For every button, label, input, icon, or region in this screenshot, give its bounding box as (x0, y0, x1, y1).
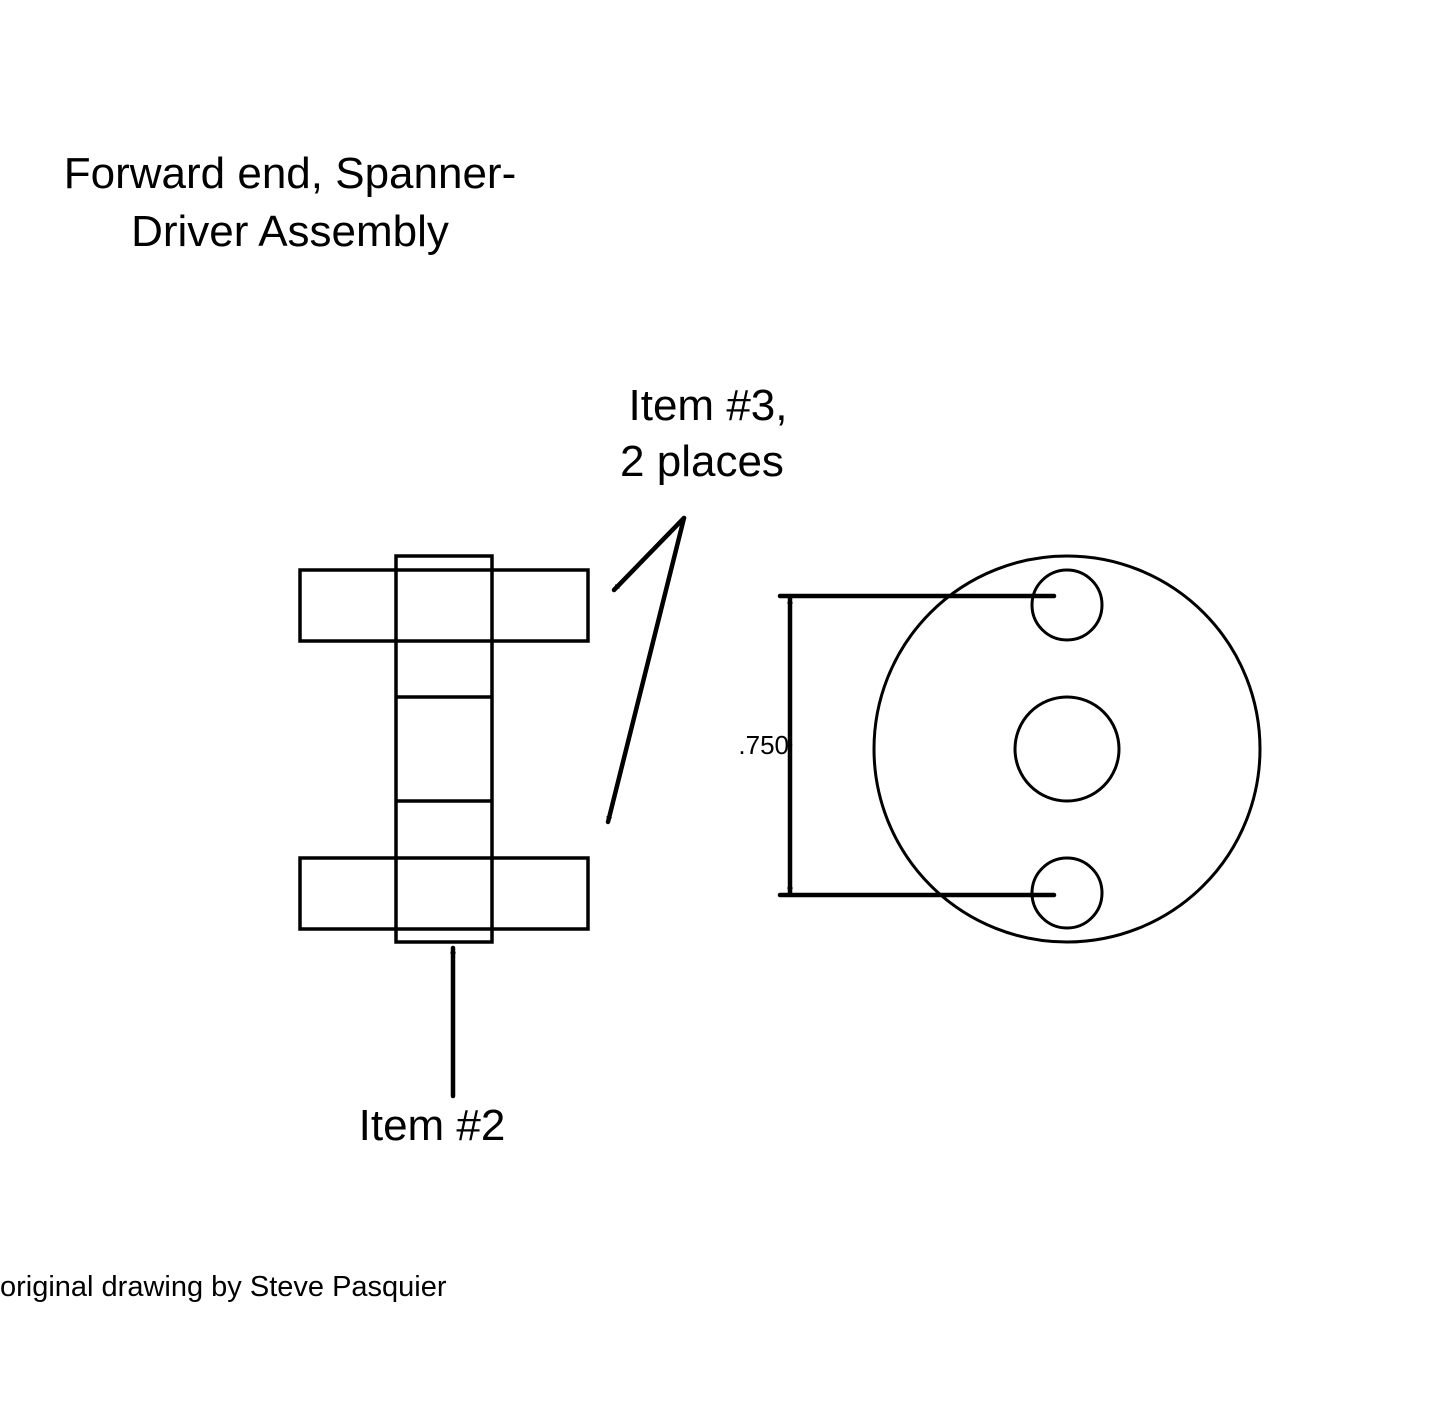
callout-item-3-line-1: Item #3, (629, 381, 788, 430)
title-line-2: Driver Assembly (131, 207, 449, 256)
title-line-1: Forward end, Spanner- (64, 149, 516, 198)
center-hole (1013, 695, 1121, 803)
item-3-lower-spanner (298, 856, 590, 931)
dimension-750: .750 (738, 593, 1057, 898)
drawing-credit: original drawing by Steve Pasquier (0, 1271, 447, 1303)
callout-item-2: Item #2 (359, 1101, 506, 1150)
leader-arrow-lower (605, 515, 687, 825)
dimension-value: .750 (738, 730, 789, 760)
item-2-shaft (394, 554, 494, 944)
leader-arrow-upper (611, 515, 687, 593)
item-3-upper-spanner (298, 568, 590, 643)
side-view (298, 554, 590, 944)
end-view (872, 554, 1262, 944)
upper-hole (1030, 568, 1104, 642)
outer-disc (872, 554, 1262, 944)
callout-item-3-line-2: 2 places (620, 437, 784, 486)
